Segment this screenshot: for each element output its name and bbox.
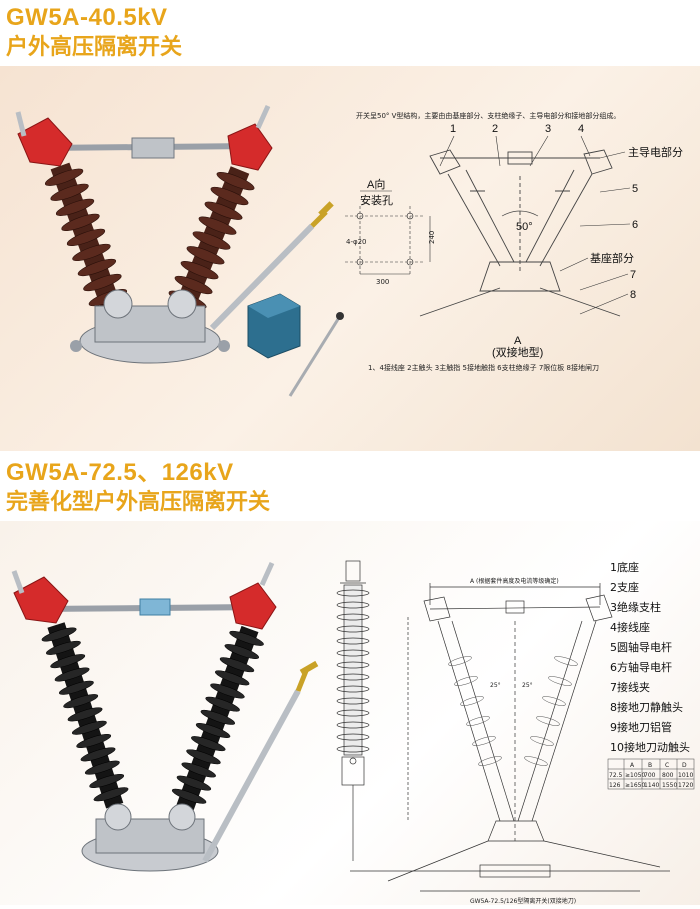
table-cell: 1140: [644, 782, 659, 789]
angle-left-label: 25°: [490, 682, 501, 689]
table-cell: ≥1650: [625, 782, 645, 789]
table-cell: ≥1050: [625, 772, 645, 779]
section1-product-panel: 开关呈50° V型结构，主要由由基座部分、支柱绝缘子、主导电部分和接地部分组成。…: [0, 66, 700, 451]
table-cell: 72.5: [609, 772, 623, 779]
section-gw5a-40-5kv: GW5A-40.5kV 户外高压隔离开关: [0, 4, 700, 451]
section1-name-title: 户外高压隔离开关: [6, 34, 183, 59]
part-item-6: 6方轴导电杆: [610, 660, 672, 674]
parts-list: 1底座 2支座 3绝缘支柱 4接线座 5圆轴导电杆 6方轴导电杆 7接线夹 8接…: [610, 560, 690, 754]
side-view-drawing: [336, 560, 370, 861]
dim-vertical: 240: [428, 231, 436, 244]
callout-3: 3: [545, 123, 551, 135]
part-item-9: 9接地刀铝管: [610, 720, 672, 734]
top-dimension-label: A (根据套件高度及电流等级确定): [470, 577, 559, 585]
front-view-drawing: A (根据套件高度及电流等级确定): [350, 577, 670, 905]
angle-right-label: 25°: [522, 682, 533, 689]
table-header-b: B: [648, 762, 652, 769]
drawing-caption: GW5A-72.5/126型隔离开关(双接地刀): [470, 897, 576, 905]
callout-8: 8: [630, 289, 636, 301]
part-item-5: 5圆轴导电杆: [610, 640, 672, 654]
parts-legend: 1、4接线座 2主触头 3主触指 5接地触指 6支柱绝缘子 7限位板 8接地闸刀: [368, 363, 599, 372]
technical-drawing-40kv: 开关呈50° V型结构，主要由由基座部分、支柱绝缘子、主导电部分和接地部分组成。…: [345, 111, 683, 372]
table-cell: 700: [644, 772, 656, 779]
table-header-a: A: [630, 762, 635, 769]
view-title: A向: [367, 177, 385, 191]
part-item-10: 10接地刀动触头: [610, 740, 690, 754]
view-subtitle: 安装孔: [360, 193, 393, 207]
angle-label: 50°: [516, 221, 533, 233]
table-header-d: D: [682, 762, 687, 769]
table-cell: 800: [662, 772, 674, 779]
drawing-description: 开关呈50° V型结构，主要由由基座部分、支柱绝缘子、主导电部分和接地部分组成。: [356, 111, 620, 120]
part-item-7: 7接线夹: [610, 680, 650, 694]
section2-name-title: 完善化型户外高压隔离开关: [6, 489, 271, 514]
label-base: 基座部分: [590, 251, 634, 265]
callout-5: 5: [632, 183, 638, 195]
table-cell: 1010: [678, 772, 693, 779]
dim-horizontal: 300: [376, 278, 389, 286]
label-main-conductive: 主导电部分: [628, 145, 683, 159]
dimension-table: A B C D 72.5 ≥1050 700 800 1010 126 ≥165…: [607, 758, 695, 790]
table-cell: 1550: [662, 782, 677, 789]
view-letter: A: [514, 335, 522, 347]
table-cell: 1720: [678, 782, 693, 789]
callout-4: 4: [578, 123, 584, 135]
part-item-3: 3绝缘支柱: [610, 600, 661, 614]
callout-6: 6: [632, 219, 638, 231]
section2-product-panel: A (根据套件高度及电流等级确定): [0, 521, 700, 905]
section2-model-title: GW5A-72.5、126kV: [6, 459, 234, 486]
part-item-4: 4接线座: [610, 620, 650, 634]
view-note: (双接地型): [492, 345, 543, 359]
callout-7: 7: [630, 269, 636, 281]
switch-photo-40kv: [15, 104, 344, 397]
part-item-8: 8接地刀静触头: [610, 700, 683, 714]
table-cell: 126: [609, 782, 621, 789]
table-header-c: C: [665, 762, 669, 769]
switch-photo-126kv: [11, 561, 319, 872]
part-item-2: 2支座: [610, 580, 639, 594]
part-item-1: 1底座: [610, 560, 639, 574]
hole-spec: 4-φ20: [346, 238, 367, 246]
section-gw5a-72-5-126kv: GW5A-72.5、126kV 完善化型户外高压隔离开关: [0, 455, 700, 909]
callout-1: 1: [450, 123, 456, 135]
section1-model-title: GW5A-40.5kV: [6, 4, 168, 31]
callout-2: 2: [492, 123, 498, 135]
